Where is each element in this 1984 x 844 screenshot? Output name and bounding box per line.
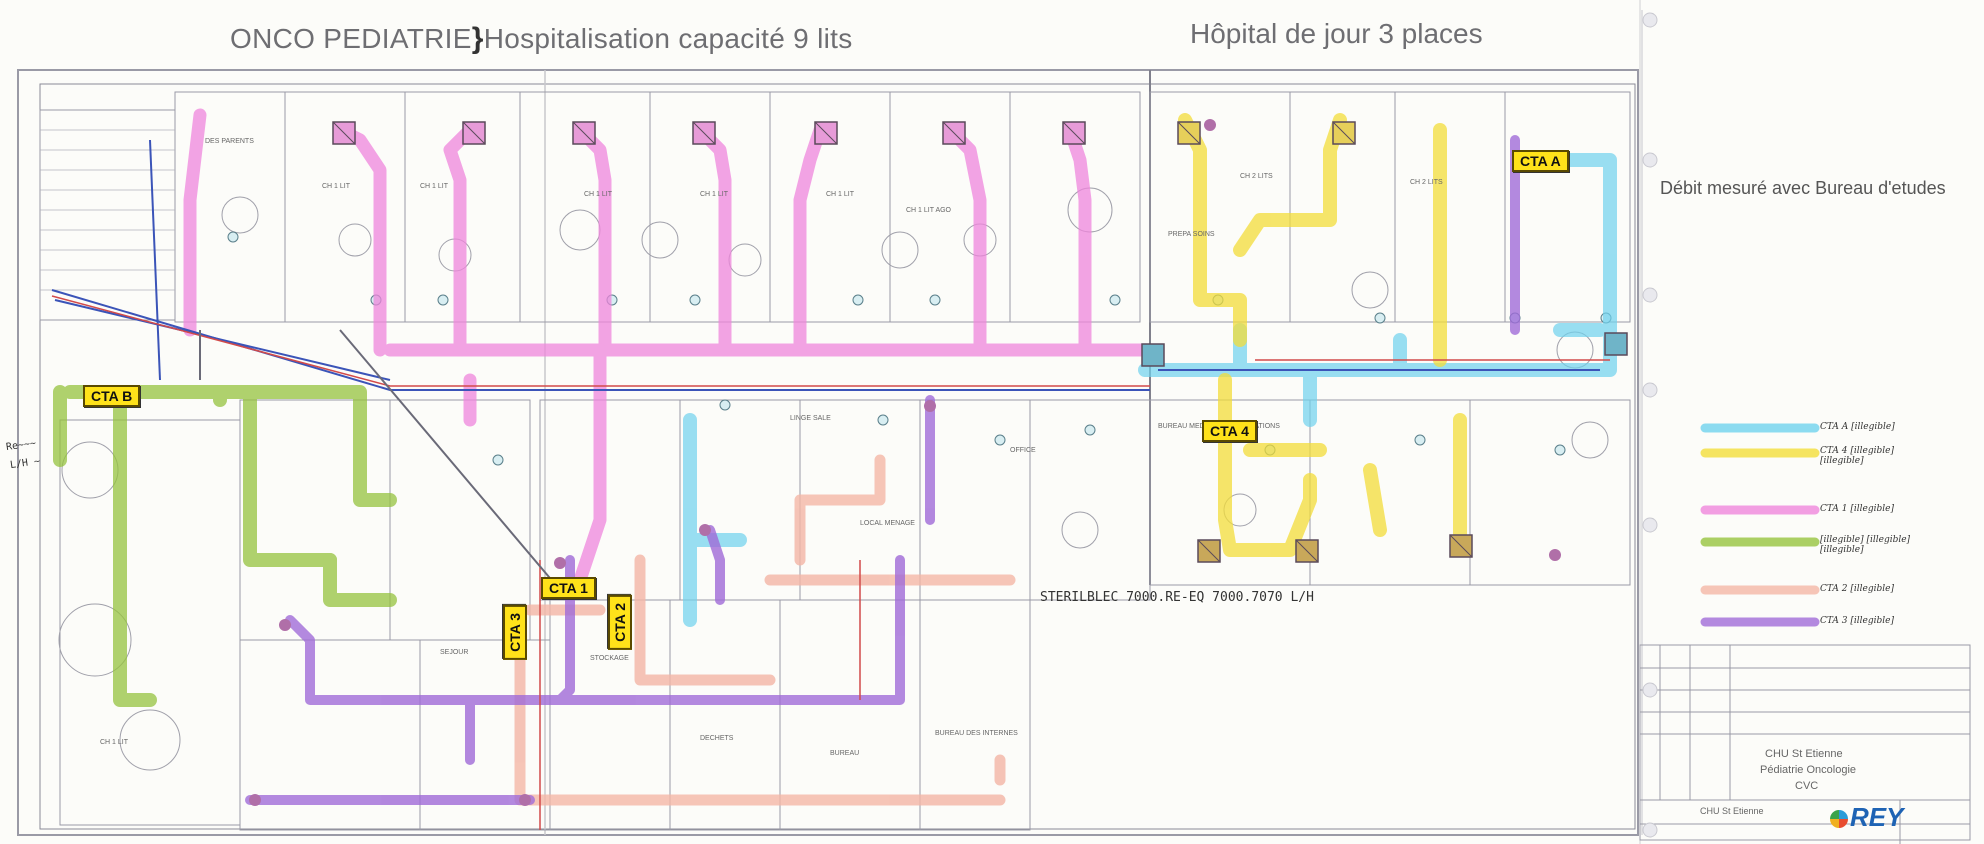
- room-label: CH 1 LIT AGO: [906, 207, 952, 214]
- legend-text: [illegible]: [1820, 456, 1864, 466]
- legend-text-2: CTA 4 [illegible][illegible]: [1820, 446, 1894, 466]
- legend-text-1: CTA A [illegible]: [1820, 422, 1895, 432]
- room-walls: [39, 91, 1631, 831]
- legend-text: [illegible]: [1820, 535, 1864, 545]
- legend-text-3: CTA 1 [illegible]: [1820, 504, 1894, 514]
- legend-text: CTA 4: [1820, 446, 1848, 456]
- room-label: LOCAL MENAGE: [860, 520, 915, 527]
- rey-logo-text: REY: [1850, 802, 1904, 832]
- unit-tag-cta-2: CTA 2: [608, 595, 632, 650]
- legend-text: CTA A: [1820, 422, 1849, 432]
- duct-green: [53, 385, 397, 707]
- title-department: ONCO PEDIATRIE: [230, 23, 472, 54]
- box-crosses: [332, 121, 1473, 563]
- legend-text: [illegible]: [1850, 616, 1894, 626]
- duct-ink-red: [51, 295, 1610, 830]
- legend-text: [illegible]: [1820, 545, 1864, 555]
- room-label: CH 1 LIT: [420, 183, 449, 190]
- legend-text: [illegible]: [1850, 446, 1894, 456]
- handwritten-sterilization-note: STERILBLEC 7000.RE-EQ 7000.7070 L/H: [1040, 590, 1314, 605]
- plan-title: ONCO PEDIATRIE}Hospitalisation capacité …: [230, 22, 853, 56]
- legend-text-4: [illegible] [illegible][illegible]: [1820, 535, 1910, 555]
- room-label: LINGE SALE: [790, 415, 831, 422]
- room-label: CH 1 LIT: [700, 191, 729, 198]
- room-label: CH 1 LIT: [584, 191, 613, 198]
- room-label: DES PARENTS: [205, 138, 254, 145]
- unit-tag-cta-3: CTA 3: [503, 605, 527, 660]
- legend-text: [illegible]: [1851, 422, 1895, 432]
- room-label: DECHETS: [700, 735, 734, 742]
- title-block: [1639, 644, 1971, 844]
- legend-text: CTA 1: [1820, 504, 1848, 514]
- day-hospital-title: Hôpital de jour 3 places: [1190, 18, 1483, 49]
- room-label: BUREAU DES INTERNES: [935, 730, 1018, 737]
- unit-tag-cta-4: CTA 4: [1202, 420, 1257, 442]
- room-label: SEJOUR: [440, 649, 468, 656]
- title-block-lot: CVC: [1795, 780, 1819, 792]
- title-block-client: CHU St Etienne: [1765, 748, 1843, 760]
- unit-tag-cta-a: CTA A: [1512, 150, 1569, 172]
- legend-text: [illegible]: [1850, 584, 1894, 594]
- rey-logo: REY: [1830, 802, 1903, 833]
- legend-text-6: CTA 3 [illegible]: [1820, 616, 1894, 626]
- room-label: STOCKAGE: [590, 655, 629, 662]
- duct-endpoints: [249, 119, 1561, 806]
- room-label: PREPA SOINS: [1168, 231, 1215, 238]
- title-block-project: Pédiatrie Oncologie: [1760, 764, 1857, 776]
- title-hospitalisation: Hospitalisation capacité 9 lits: [483, 23, 853, 54]
- title-block-bottom: CHU St Etienne: [1700, 806, 1764, 816]
- legend-text: [illegible]: [1866, 535, 1911, 545]
- title-brace: }: [471, 22, 484, 55]
- room-label: CH 1 LIT: [322, 183, 351, 190]
- legend-text: CTA 3: [1820, 616, 1848, 626]
- room-label: CH 2 LITS: [1240, 173, 1273, 180]
- unit-tag-cta-1: CTA 1: [541, 577, 596, 599]
- legend-text-5: CTA 2 [illegible]: [1820, 584, 1894, 594]
- room-label: CH 1 LIT: [826, 191, 855, 198]
- duct-ink-grey: [199, 329, 561, 591]
- room-label: CH 1 LIT: [100, 739, 129, 746]
- room-label: OFFICE: [1010, 447, 1036, 454]
- legend-text: CTA 2: [1820, 584, 1848, 594]
- legend-swatches: [1700, 423, 1820, 627]
- legend-text: [illegible]: [1850, 504, 1894, 514]
- unit-tag-cta-b: CTA B: [83, 385, 141, 407]
- punch-holes: [1642, 12, 1658, 838]
- room-label: BUREAU: [830, 750, 859, 757]
- flow-note: Débit mesuré avec Bureau d'etudes: [1660, 178, 1946, 198]
- room-label: CH 2 LITS: [1410, 179, 1443, 186]
- rey-logo-icon: [1830, 810, 1848, 829]
